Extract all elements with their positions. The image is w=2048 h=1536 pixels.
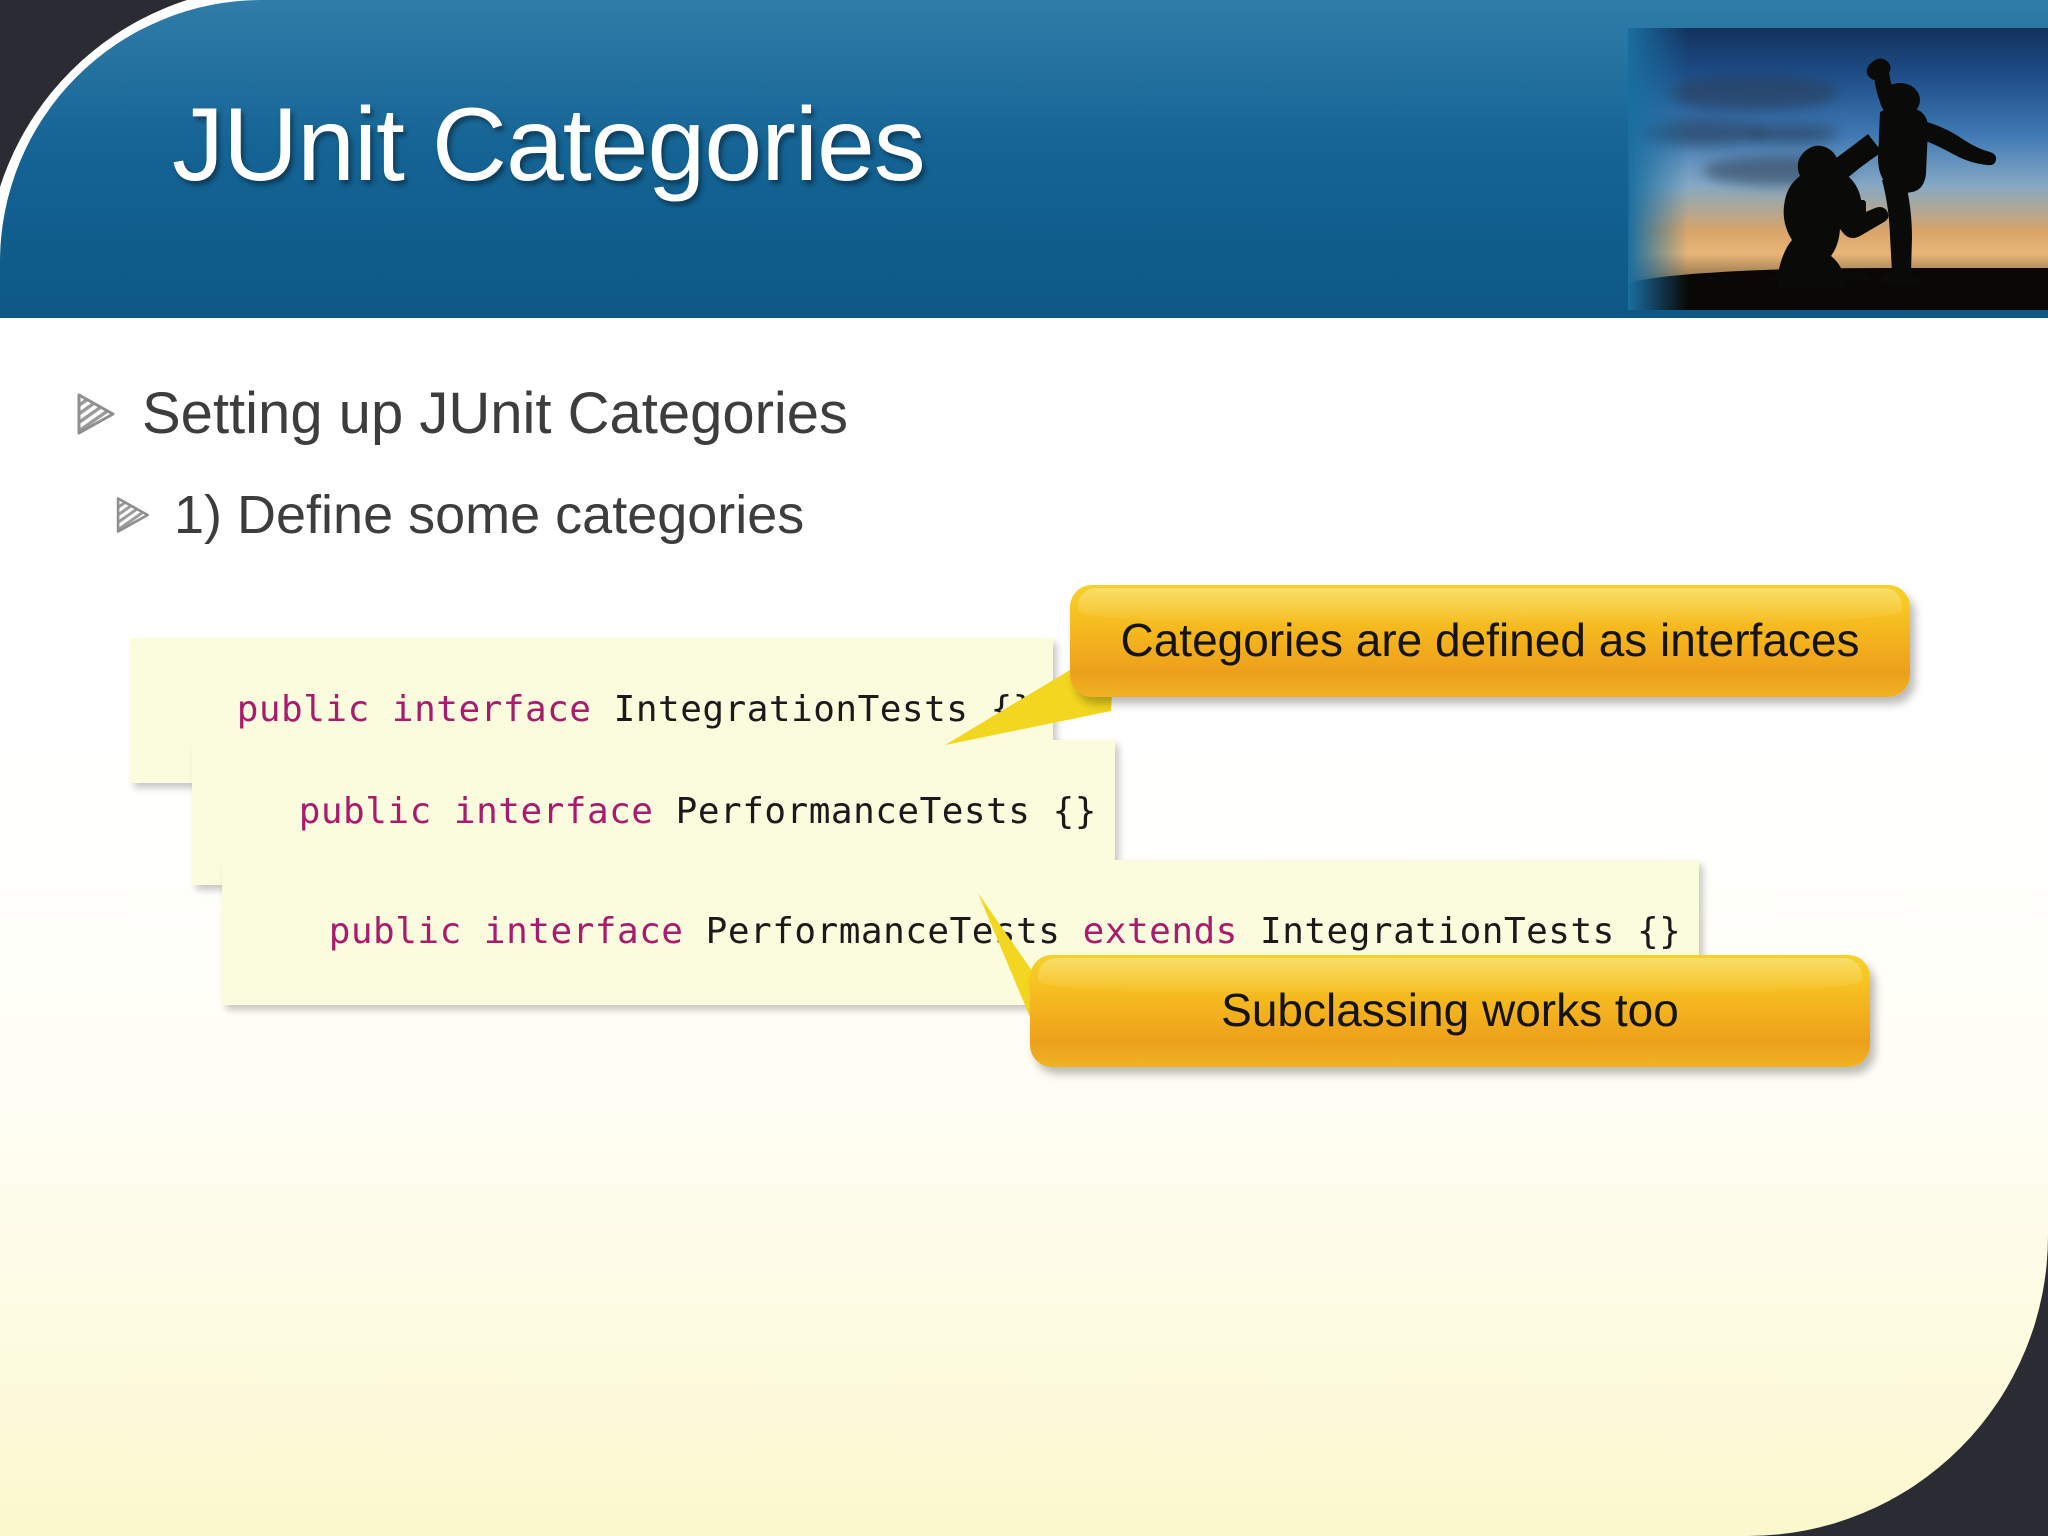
silhouette-figures-icon bbox=[1768, 58, 1997, 288]
bullet-item-2-label: 1) Define some categories bbox=[174, 485, 805, 545]
header-photo bbox=[1628, 28, 2048, 310]
bullet-item-2: 1) Define some categories bbox=[112, 484, 804, 546]
page-title: JUnit Categories bbox=[172, 87, 926, 203]
callout-bubble-interfaces: Categories are defined as interfaces bbox=[945, 585, 1910, 745]
striped-triangle-bullet-icon bbox=[77, 393, 115, 434]
callout-bubble-subclassing: Subclassing works too bbox=[978, 893, 1870, 1067]
code-keyword: public interface bbox=[328, 911, 706, 952]
photo-edge-fade bbox=[1628, 28, 1688, 310]
code-keyword: public interface bbox=[298, 791, 676, 832]
callout-bubble-subclassing-label: Subclassing works too bbox=[1030, 955, 1870, 1067]
code-identifier: PerformanceTests {} bbox=[675, 791, 1097, 832]
slide-header-band: JUnit Categories bbox=[0, 0, 2048, 318]
code-keyword: public interface bbox=[236, 689, 614, 730]
striped-triangle-bullet-icon bbox=[116, 497, 149, 533]
bullet-item-1-label: Setting up JUnit Categories bbox=[142, 381, 849, 446]
code-block-3: public interface PerformanceTests extend… bbox=[222, 860, 1700, 1005]
bullet-item-1: Setting up JUnit Categories bbox=[72, 380, 848, 447]
code-keyword-extends: extends bbox=[1082, 911, 1261, 952]
code-identifier: IntegrationTests {} bbox=[1260, 911, 1682, 952]
callout-bubble-interfaces-label: Categories are defined as interfaces bbox=[1070, 585, 1910, 697]
